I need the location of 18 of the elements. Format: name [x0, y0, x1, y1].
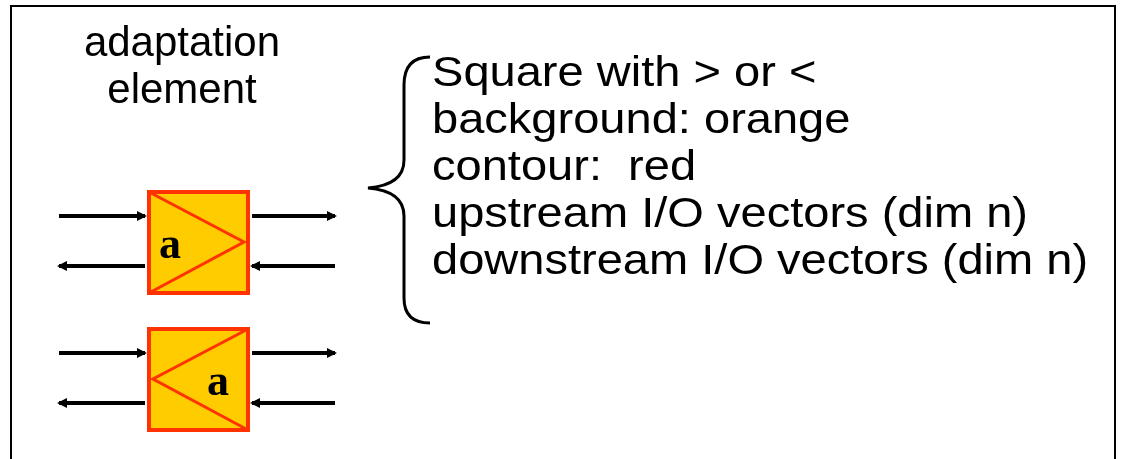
arrow: [59, 211, 147, 221]
arrow: [250, 398, 335, 408]
block-letter: a: [207, 359, 229, 403]
block-letter: a: [159, 222, 181, 266]
arrow: [57, 398, 145, 408]
description-text: Square with > or <: [432, 48, 817, 95]
heading-text: adaptation element: [82, 18, 282, 112]
description-text: downstream I/O vectors (dim n): [432, 236, 1089, 283]
description-text: contour: red: [432, 142, 697, 189]
arrow: [252, 348, 337, 358]
adaptation-block: [147, 190, 250, 295]
arrow: [59, 348, 147, 358]
arrow: [250, 261, 335, 271]
arrow: [252, 211, 337, 221]
description-text: background: orange: [432, 95, 851, 142]
description-text: upstream I/O vectors (dim n): [432, 189, 1028, 236]
adaptation-block: [147, 327, 250, 432]
arrow: [57, 261, 145, 271]
